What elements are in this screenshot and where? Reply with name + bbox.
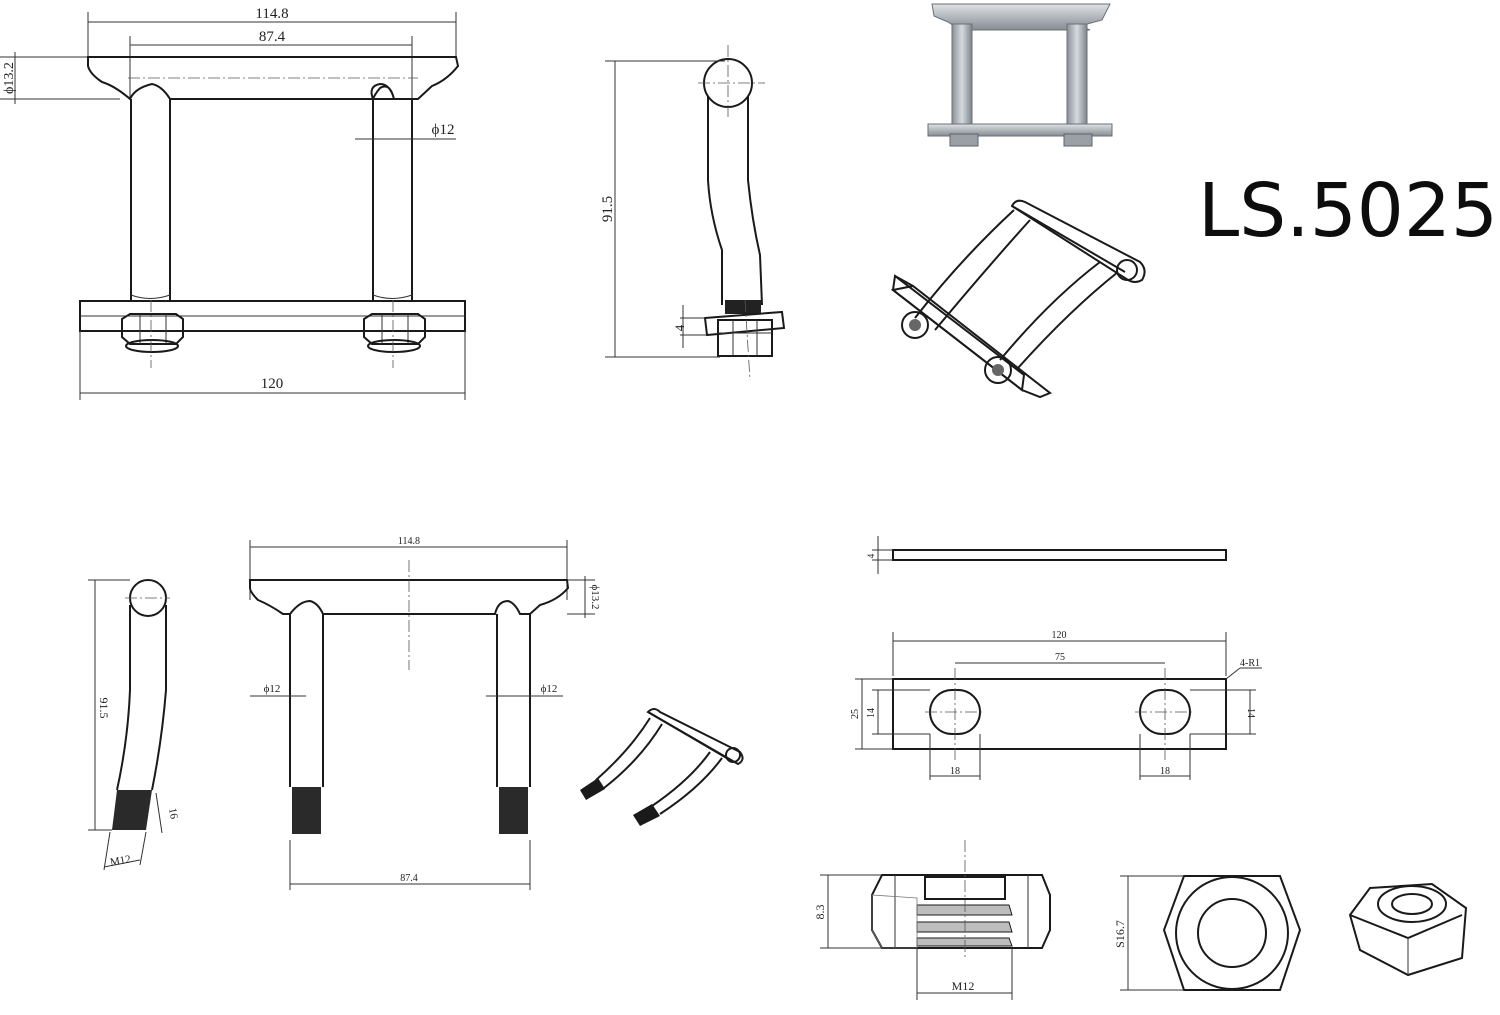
plate-plan-view: 120 75 4-R1 25 14 14 18 18 <box>850 630 1262 780</box>
nut-section-view: 8.3 M12 <box>813 840 1051 1000</box>
dim-leg-diameter: ϕ12 <box>432 122 455 138</box>
isometric-nut-left <box>901 311 929 339</box>
dim-front-inner-width: 87.4 <box>259 29 286 45</box>
dim-bm-bar-diameter: ϕ13.2 <box>589 584 601 609</box>
dim-plate-length: 120 <box>261 376 284 392</box>
dim-nut-thread: M12 <box>952 979 975 993</box>
isometric-view <box>890 199 1146 399</box>
dim-bm-leg-left: ϕ12 <box>264 683 281 695</box>
small-isometric-pins <box>580 708 744 826</box>
dim-plate-width: 25 <box>850 709 861 719</box>
dim-bl-thread-len: 16 <box>166 807 180 820</box>
dim-bar-diameter: ϕ13.2 <box>2 62 17 94</box>
dim-plate-thickness: 4 <box>672 324 687 331</box>
dim-plate-corner: 4-R1 <box>1240 658 1260 669</box>
dim-side-height: 91.5 <box>600 196 616 222</box>
dim-bm-leg-right: ϕ12 <box>541 683 558 695</box>
product-code-title: LS.5025 <box>1198 168 1498 254</box>
dim-bm-total-width: 114.8 <box>398 536 420 547</box>
nut-section-thread <box>916 904 1013 947</box>
bottom-front-thread-left <box>292 787 321 834</box>
dim-nut-height: 8.3 <box>813 905 827 920</box>
nut-top-view: S16.7 <box>1113 875 1302 991</box>
bottom-left-side-view: 91.5 16 M12 <box>88 579 180 871</box>
dim-slot-height-left: 14 <box>866 708 877 718</box>
nut-isometric <box>1348 882 1468 977</box>
dim-plate-top-thickness: 4 <box>866 553 876 558</box>
dim-plate-len2: 120 <box>1052 630 1067 641</box>
dim-slot-height-right: 14 <box>1245 708 1256 718</box>
dim-front-total-width: 114.8 <box>255 6 288 22</box>
bottom-front-view: 114.8 ϕ13.2 ϕ12 ϕ12 87.4 <box>249 536 601 890</box>
bottom-left-thread <box>112 790 152 830</box>
dim-plate-hole-pitch: 75 <box>1055 652 1065 663</box>
dim-bm-inner-width: 87.4 <box>400 873 418 884</box>
dim-slot-len-left: 18 <box>950 766 960 777</box>
dim-bl-thread: M12 <box>109 853 132 868</box>
plate-top-view: 4 <box>866 536 1227 574</box>
bottom-front-thread-right <box>499 787 528 834</box>
isometric-nut-right <box>984 356 1012 384</box>
side-view-thread <box>725 300 761 314</box>
dim-nut-across-flats: S16.7 <box>1113 920 1127 948</box>
front-view-drawing: 114.8 87.4 ϕ13.2 ϕ12 <box>0 6 466 400</box>
dim-bl-side-height: 91.5 <box>97 698 111 719</box>
side-view-drawing: 91.5 4 <box>600 45 786 381</box>
dim-slot-len-right: 18 <box>1160 766 1170 777</box>
front-view-nut-left <box>121 313 184 353</box>
product-photo <box>927 3 1113 147</box>
front-view-nut-right <box>363 313 426 353</box>
